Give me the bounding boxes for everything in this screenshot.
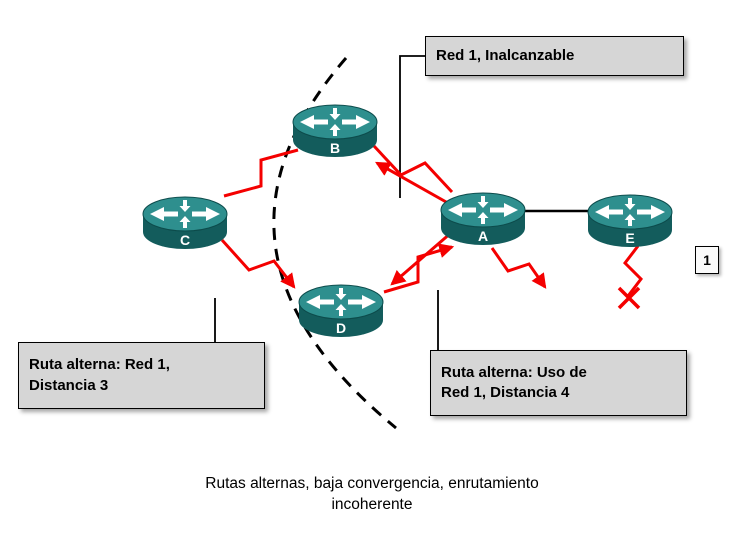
router-b-label: B (330, 140, 340, 156)
callout-alt-route-distance-4-line1: Ruta alterna: Uso de (441, 363, 587, 381)
router-a-label: A (478, 228, 488, 244)
update-arrow-a-to-b (375, 161, 456, 209)
update-arrow-c-to-d-zigzag (220, 238, 296, 289)
callout-red1-unreachable-text: Red 1, Inalcanzable (436, 46, 575, 64)
router-a: A (440, 192, 526, 246)
router-e: E (587, 194, 673, 248)
link-c-b-zigzag (223, 148, 299, 198)
router-d: D (298, 284, 384, 338)
router-c: C (142, 196, 228, 250)
router-e-label: E (625, 230, 634, 246)
link-e-down-zigzag (623, 245, 643, 297)
router-d-label: D (336, 320, 346, 336)
callout-alt-route-distance-4: Ruta alterna: Uso de Red 1, Distancia 4 (430, 350, 687, 416)
update-arrow-d-to-a-zigzag (383, 243, 455, 294)
callout-red1-unreachable: Red 1, Inalcanzable (425, 36, 684, 76)
update-arrow-a-southeast-zigzag (490, 247, 547, 289)
callout-alt-route-distance-3-line2: Distancia 3 (29, 376, 109, 394)
slide-caption-line1: Rutas alternas, baja convergencia, enrut… (205, 475, 539, 492)
callout-alt-route-distance-4-line2: Red 1, Distancia 4 (441, 384, 570, 401)
link-failure-x-icon (617, 286, 641, 310)
update-arrow-a-to-d (390, 230, 453, 286)
interface-1-badge: 1 (695, 246, 719, 274)
link-b-a-zigzag (372, 144, 454, 194)
callout-alt-route-distance-3-line1: Ruta alterna: Red 1, (29, 356, 170, 374)
slide-caption-line2: incoherente (331, 495, 413, 513)
router-c-label: C (180, 232, 190, 248)
slide-caption: Rutas alternas, baja convergencia, enrut… (0, 474, 744, 516)
router-b: B (292, 104, 378, 158)
callout-alt-route-distance-3: Ruta alterna: Red 1, Distancia 3 (18, 342, 265, 409)
callout-top-connector-line (399, 55, 425, 198)
